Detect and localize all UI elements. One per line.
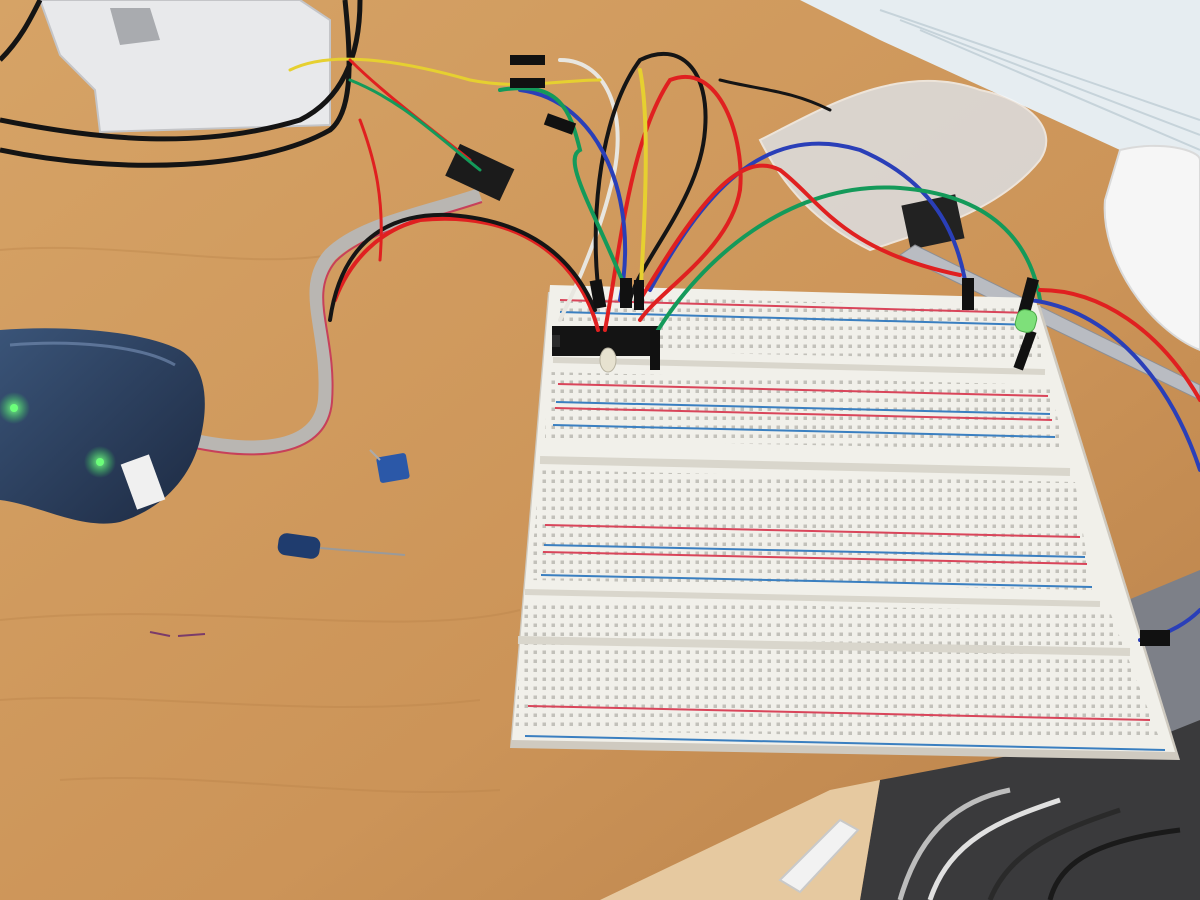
wire-black-1 <box>593 51 708 302</box>
white-lamp-base <box>1103 144 1200 352</box>
wire-black-2 <box>328 212 597 322</box>
wire-green-top <box>348 78 482 172</box>
electrolytic-capacitor-lead <box>319 547 406 556</box>
breadboard-channel-3 <box>524 589 1101 607</box>
tweezers <box>898 244 1200 401</box>
paper-stack <box>800 0 1200 180</box>
rail-blue-4 <box>543 544 1086 558</box>
crystal <box>599 347 617 373</box>
desk-mark <box>149 631 206 637</box>
blue-capacitor-lead <box>369 449 381 461</box>
breadboard <box>510 285 1180 760</box>
wire-black-far <box>718 78 832 112</box>
wire-red-1 <box>603 75 743 332</box>
programmer-status-led <box>10 404 18 412</box>
rail-blue-5 <box>540 574 1093 588</box>
rail-blue-2 <box>555 401 1051 415</box>
rail-blue-1 <box>559 311 1034 326</box>
wire-yellow-top <box>288 57 602 86</box>
wire-red-side <box>358 118 383 262</box>
wire-blue-1 <box>518 88 628 302</box>
wire-red-3 <box>638 163 962 302</box>
wire-headers <box>510 55 1170 646</box>
breadboard-channel-2 <box>539 456 1071 476</box>
green-led <box>1014 309 1038 333</box>
ic-chip-notch <box>552 335 560 347</box>
rail-red-4 <box>544 524 1081 538</box>
rail-blue-6 <box>524 735 1166 751</box>
rail-red-6 <box>527 705 1151 721</box>
breadboard-holes-middle-a <box>545 372 1065 450</box>
breadboard-channel-4 <box>517 636 1131 656</box>
programmer-highlight <box>9 341 176 367</box>
breadboard-holes-bottom <box>515 600 1160 740</box>
programmer-label-sticker <box>120 454 166 510</box>
ribbon-connector <box>445 143 515 201</box>
wire-white <box>558 58 620 322</box>
jumper-wires <box>288 51 1200 642</box>
paper-stack-lines <box>879 9 1200 151</box>
wire-blue-3 <box>1028 298 1200 472</box>
wire-yellow <box>638 68 648 302</box>
electrolytic-capacitor <box>277 533 321 559</box>
floor-cables <box>897 787 1181 900</box>
drawer-handle <box>778 818 860 894</box>
monitor-stand <box>38 0 331 134</box>
blue-capacitor <box>376 453 410 483</box>
wire-green-2 <box>498 86 632 302</box>
ic-chip-in-bag <box>901 194 965 250</box>
breadboard-holes-top <box>555 295 1045 360</box>
ribbon-cable <box>188 188 483 455</box>
wire-green-1 <box>653 185 1042 337</box>
wire-red-2 <box>333 216 600 332</box>
desk-wood-grain <box>0 246 521 794</box>
rail-red-3 <box>554 407 1053 421</box>
rail-blue-3 <box>552 424 1056 438</box>
rail-red-2 <box>557 383 1049 397</box>
breadboard-channel-1 <box>552 357 1046 375</box>
monitor-stand-slot <box>110 8 160 45</box>
rail-red-5 <box>542 551 1088 565</box>
programmer-power-led <box>96 458 104 466</box>
wire-red-4 <box>1038 288 1200 402</box>
